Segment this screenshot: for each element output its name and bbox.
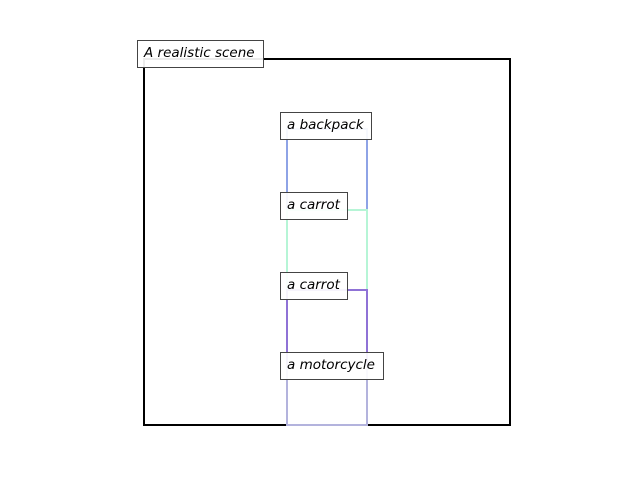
scene-title-label: A realistic scene: [137, 40, 264, 68]
object-label-carrot-2: a carrot: [280, 272, 348, 300]
object-label-backpack: a backpack: [280, 112, 372, 140]
object-label-carrot-1: a carrot: [280, 192, 348, 220]
object-label-motorcycle: a motorcycle: [280, 352, 384, 380]
box-motorcycle: [286, 365, 368, 426]
box-carrot-1: [286, 209, 368, 425]
